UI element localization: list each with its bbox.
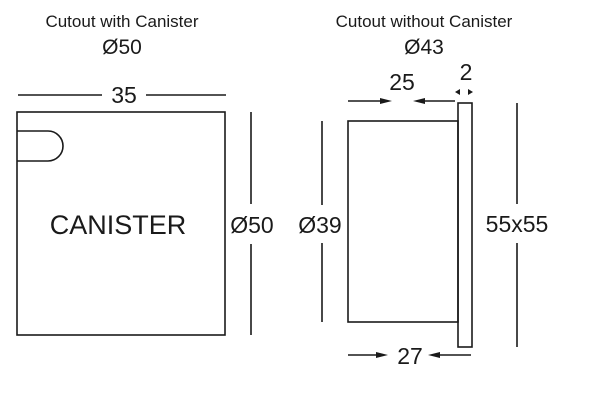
right-plate-label: 55x55 bbox=[486, 211, 549, 237]
left-cutout-diameter: Ø50 bbox=[102, 36, 142, 59]
right-flange-arrow-a bbox=[455, 89, 460, 95]
right-depth-arrow-a bbox=[380, 98, 392, 104]
right-cutout-diameter: Ø43 bbox=[404, 36, 444, 59]
right-total-depth-arrow-b bbox=[428, 352, 440, 358]
right-view: Cutout without Canister Ø43 25 2 Ø39 bbox=[298, 12, 548, 369]
right-view-title: Cutout without Canister bbox=[336, 12, 513, 31]
canister-body bbox=[16, 111, 226, 336]
left-height-dimension: Ø50 bbox=[230, 112, 274, 335]
face-plate bbox=[457, 102, 473, 348]
left-width-label: 35 bbox=[111, 82, 137, 108]
right-flange-arrow-b bbox=[468, 89, 473, 95]
right-body-height-label: Ø39 bbox=[298, 212, 341, 238]
right-total-depth-label: 27 bbox=[397, 343, 423, 369]
right-plate-dimension: 55x55 bbox=[486, 103, 549, 347]
left-height-label: Ø50 bbox=[230, 212, 273, 238]
right-depth-dimension: 25 bbox=[348, 69, 455, 104]
right-total-depth-dimension: 27 bbox=[348, 343, 471, 369]
right-body-height-dimension: Ø39 bbox=[298, 121, 342, 322]
left-view: Cutout with Canister Ø50 35 CANISTER Ø50 bbox=[16, 12, 274, 336]
left-width-dimension: 35 bbox=[18, 82, 226, 108]
right-depth-arrow-b bbox=[413, 98, 425, 104]
right-total-depth-arrow-a bbox=[376, 352, 388, 358]
right-depth-label: 25 bbox=[389, 69, 415, 95]
canister-notch bbox=[17, 130, 64, 162]
canister-label: CANISTER bbox=[50, 210, 187, 240]
left-view-title: Cutout with Canister bbox=[45, 12, 198, 31]
right-flange-label: 2 bbox=[460, 59, 473, 85]
fitting-body bbox=[347, 120, 459, 323]
right-flange-dimension: 2 bbox=[455, 59, 473, 95]
